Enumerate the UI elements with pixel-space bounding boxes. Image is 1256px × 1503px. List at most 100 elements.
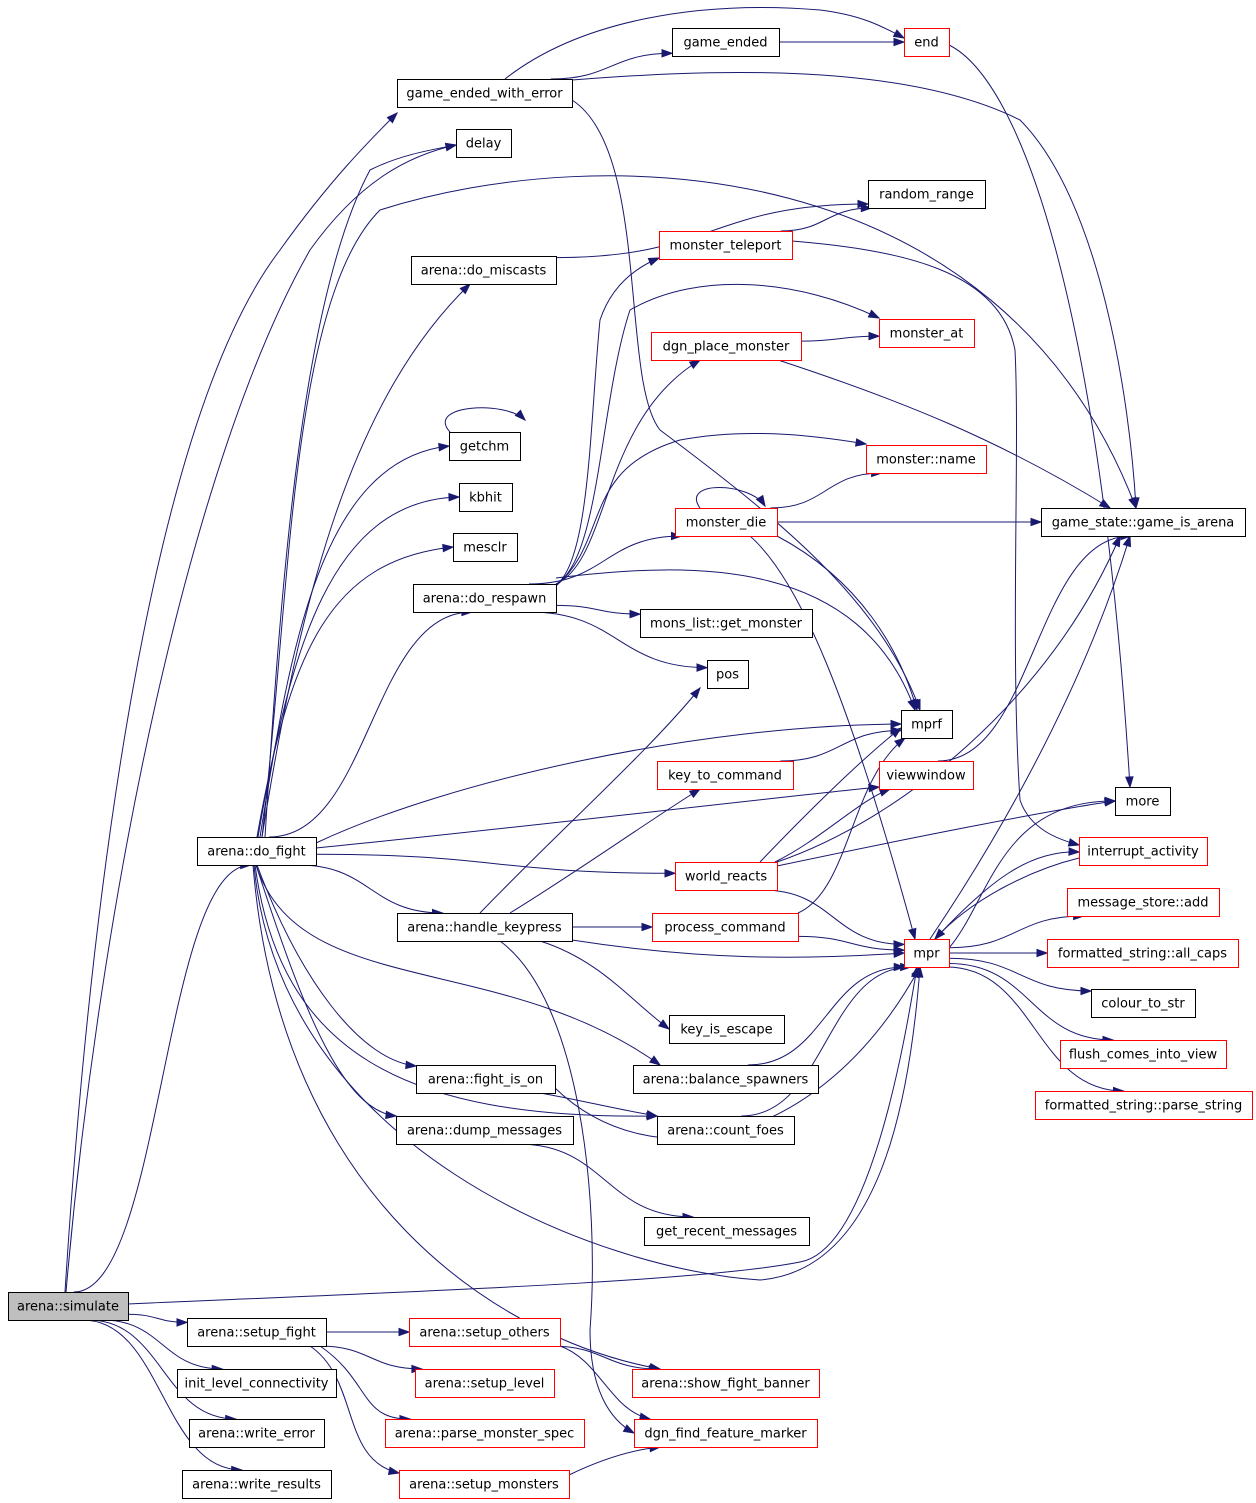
node-box <box>672 28 780 57</box>
edge-line <box>259 445 450 838</box>
edge-line <box>568 1446 661 1476</box>
node-game-is-arena[interactable]: game_state::game_is_arena <box>1041 508 1246 537</box>
node-more[interactable]: more <box>1115 787 1171 816</box>
node-dgn-place-monster[interactable]: dgn_place_monster <box>651 332 802 361</box>
arrowhead-icon <box>907 698 916 712</box>
node-setup-monsters[interactable]: arena::setup_monsters <box>399 1470 570 1499</box>
node-label: formatted_string::parse_string <box>1045 1099 1242 1114</box>
node-random-range[interactable]: random_range <box>868 180 986 209</box>
node-world-reacts[interactable]: world_reacts <box>675 862 778 891</box>
node-monster-name[interactable]: monster::name <box>866 445 987 474</box>
call-edge-monster_die-to-monster_die <box>696 487 766 509</box>
node-setup-level[interactable]: arena::setup_level <box>415 1369 555 1398</box>
node-flush-comes-into-view[interactable]: flush_comes_into_view <box>1060 1040 1227 1069</box>
node-parse-string[interactable]: formatted_string::parse_string <box>1035 1091 1253 1120</box>
call-edge-setup_others-to-dgn_find_feature_marker <box>559 1345 652 1421</box>
node-parse-monster-spec[interactable]: arena::parse_monster_spec <box>385 1419 585 1448</box>
node-all-caps[interactable]: formatted_string::all_caps <box>1047 939 1239 968</box>
call-edge-mpr-to-more <box>948 796 1117 949</box>
node-monster-at[interactable]: monster_at <box>879 319 975 348</box>
edge-line <box>555 283 880 585</box>
node-label: mesclr <box>463 541 507 556</box>
node-init-level-connectivity[interactable]: init_level_connectivity <box>177 1369 337 1398</box>
node-key-to-command[interactable]: key_to_command <box>657 761 794 790</box>
node-get-recent-messages[interactable]: get_recent_messages <box>644 1217 810 1246</box>
arrowhead-icon <box>688 788 702 799</box>
call-edge-key_to_command-to-mprf <box>780 726 903 762</box>
call-edge-monster_teleport-to-interrupt_activity <box>791 240 1081 847</box>
node-monster-teleport[interactable]: monster_teleport <box>659 231 793 260</box>
node-box <box>634 1419 818 1448</box>
node-mesclr[interactable]: mesclr <box>453 533 518 562</box>
node-box <box>409 1318 561 1347</box>
node-box <box>1115 787 1171 816</box>
edge-line <box>948 963 1114 1041</box>
call-edge-do_fight-to-game_is_arena <box>261 175 1137 838</box>
node-do-fight[interactable]: arena::do_fight <box>197 837 317 866</box>
arrowhead-icon <box>893 37 906 47</box>
node-viewwindow[interactable]: viewwindow <box>879 761 974 790</box>
node-get-monster[interactable]: mons_list::get_monster <box>640 609 813 638</box>
node-balance-spawners[interactable]: arena::balance_spawners <box>633 1065 819 1094</box>
edge-line <box>444 407 526 433</box>
node-box <box>904 939 950 968</box>
call-edge-do_respawn-to-monster_teleport <box>555 257 661 586</box>
edge-line <box>73 864 251 1293</box>
node-mprf[interactable]: mprf <box>901 710 953 739</box>
node-do-respawn[interactable]: arena::do_respawn <box>413 584 557 613</box>
node-game-ended-with-error[interactable]: game_ended_with_error <box>397 79 573 108</box>
node-handle-keypress[interactable]: arena::handle_keypress <box>397 913 573 942</box>
edge-line <box>934 851 1080 940</box>
arrowhead-icon <box>890 719 903 729</box>
node-box <box>8 1292 129 1321</box>
node-label: mpr <box>913 947 940 962</box>
node-box <box>411 256 557 285</box>
node-monster-die[interactable]: monster_die <box>675 508 778 537</box>
arrowhead-icon <box>1067 838 1081 847</box>
node-label: colour_to_str <box>1101 997 1185 1012</box>
node-fight-is-on[interactable]: arena::fight_is_on <box>416 1065 556 1094</box>
edge-line <box>517 1143 694 1218</box>
node-show-fight-banner[interactable]: arena::show_fight_banner <box>632 1369 820 1398</box>
node-key-is-escape[interactable]: key_is_escape <box>669 1015 785 1044</box>
node-pos[interactable]: pos <box>707 660 749 689</box>
node-count-foes[interactable]: arena::count_foes <box>657 1116 795 1145</box>
node-write-results[interactable]: arena::write_results <box>182 1470 332 1499</box>
node-interrupt-activity[interactable]: interrupt_activity <box>1079 837 1208 866</box>
arrowhead-icon <box>405 1060 418 1070</box>
node-getchm[interactable]: getchm <box>449 432 521 461</box>
node-dump-messages[interactable]: arena::dump_messages <box>396 1116 574 1145</box>
node-process-command[interactable]: process_command <box>652 913 799 942</box>
node-colour-to-str[interactable]: colour_to_str <box>1091 989 1196 1018</box>
node-kbhit[interactable]: kbhit <box>459 483 513 512</box>
arrowhead-icon <box>648 1055 662 1066</box>
arrowhead-icon <box>459 282 472 295</box>
arrowhead-icon <box>442 543 455 553</box>
call-edge-world_reacts-to-mprf <box>759 727 903 863</box>
call-edge-do_fight-to-mesclr <box>256 543 455 838</box>
arrowhead-icon <box>1030 517 1043 527</box>
node-label: arena::count_foes <box>667 1124 784 1139</box>
edge-line <box>797 935 905 951</box>
edge-line <box>774 788 891 863</box>
node-end[interactable]: end <box>904 28 950 57</box>
node-box <box>449 432 521 461</box>
node-box <box>644 1217 810 1246</box>
call-edge-dgn_place_monster-to-game_is_arena <box>777 359 1112 509</box>
node-box <box>197 837 317 866</box>
edge-line <box>762 889 905 945</box>
edge-line <box>555 203 869 259</box>
arrowhead-icon <box>641 922 654 932</box>
node-message-store-add[interactable]: message_store::add <box>1067 888 1220 917</box>
node-label: monster_die <box>686 516 766 531</box>
edge-line <box>88 1319 236 1420</box>
node-label: arena::do_respawn <box>423 592 547 607</box>
node-setup-others[interactable]: arena::setup_others <box>409 1318 561 1347</box>
node-write-error[interactable]: arena::write_error <box>189 1419 325 1448</box>
node-mpr[interactable]: mpr <box>904 939 950 968</box>
node-dgn-find-feature-marker[interactable]: dgn_find_feature_marker <box>634 1419 818 1448</box>
node-delay[interactable]: delay <box>456 129 512 158</box>
node-game-ended[interactable]: game_ended <box>672 28 780 57</box>
node-do-miscasts[interactable]: arena::do_miscasts <box>411 256 557 285</box>
node-setup-fight[interactable]: arena::setup_fight <box>187 1318 327 1347</box>
